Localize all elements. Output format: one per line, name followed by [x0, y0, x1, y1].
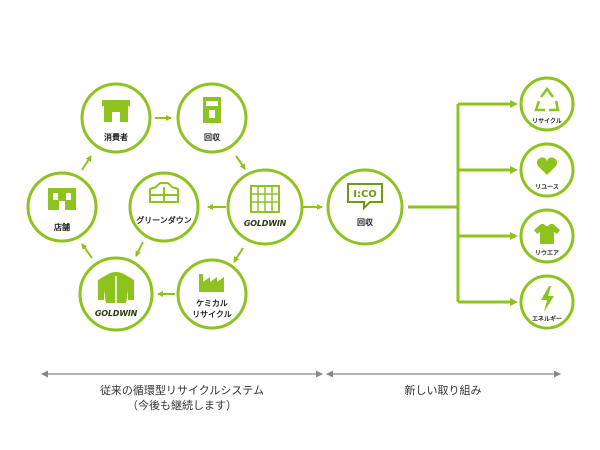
new-caption: 新しい取り組み: [405, 383, 482, 397]
arrow-collect-to-hub: [235, 155, 246, 170]
node-goldwin-hub: GOLDWIN: [226, 168, 304, 246]
store-label: 店舗: [54, 222, 70, 232]
node-store: 店舗: [26, 171, 98, 243]
green-down-label: グリーンダウン: [136, 215, 192, 225]
arrow-store-to-consumer: [81, 155, 92, 171]
trash-bin-icon: [203, 97, 221, 123]
chemical-label-line2: リサイクル: [192, 309, 232, 319]
recycle-icon: [534, 86, 560, 112]
factory-icon: [199, 274, 224, 292]
arrow-product-to-store: [81, 243, 93, 259]
jacket-icon: [98, 272, 134, 303]
branch-arrowheads: [510, 100, 518, 306]
lightning-icon: [541, 286, 554, 312]
output-recycle-label: リサイクル: [532, 117, 562, 125]
store-icon: [48, 188, 76, 210]
down-jacket-icon: [149, 182, 179, 203]
branch-lines: [408, 102, 512, 304]
heart-icon: [536, 157, 558, 175]
node-green-down: グリーンダウン: [128, 171, 200, 243]
node-ico-collect: I:CO 回収: [326, 168, 404, 246]
goldwin-product-brand: GOLDWIN: [95, 309, 138, 318]
output-energy: エネルギー: [519, 274, 575, 330]
output-rewear: リウエア: [519, 208, 575, 264]
ico-collect-label: 回収: [357, 217, 374, 227]
arrow-hub-to-chemical: [233, 247, 244, 263]
arrow-greendown-to-product: [135, 241, 144, 257]
tshirt-icon: [534, 224, 560, 244]
cycle-arrows: [81, 115, 323, 297]
goldwin-hub-brand: GOLDWIN: [244, 219, 287, 228]
traditional-caption-line1: 従来の循環型リサイクルシステム: [100, 383, 264, 397]
node-goldwin-product: GOLDWIN: [78, 256, 154, 332]
node-collect-top: 回収: [176, 82, 248, 154]
output-reuse: リユース: [519, 142, 575, 198]
traditional-caption-line2: （今後も継続します）: [127, 398, 237, 412]
shop-icon: [102, 100, 130, 122]
output-energy-label: エネルギー: [532, 315, 562, 323]
consumer-label: 消費者: [104, 132, 128, 142]
output-rewear-label: リウエア: [535, 249, 559, 257]
ico-logo-text: I:CO: [353, 189, 377, 200]
output-reuse-label: リユース: [535, 184, 559, 191]
output-recycle: リサイクル: [519, 76, 575, 132]
collect-top-label: 回収: [204, 132, 221, 142]
chemical-label-line1: ケミカル: [196, 299, 228, 308]
ico-speech-icon: I:CO: [347, 183, 383, 211]
factory-building-icon: [250, 185, 280, 213]
node-chemical-recycle: ケミカル リサイクル: [176, 258, 248, 330]
node-consumer: 消費者: [80, 82, 152, 154]
